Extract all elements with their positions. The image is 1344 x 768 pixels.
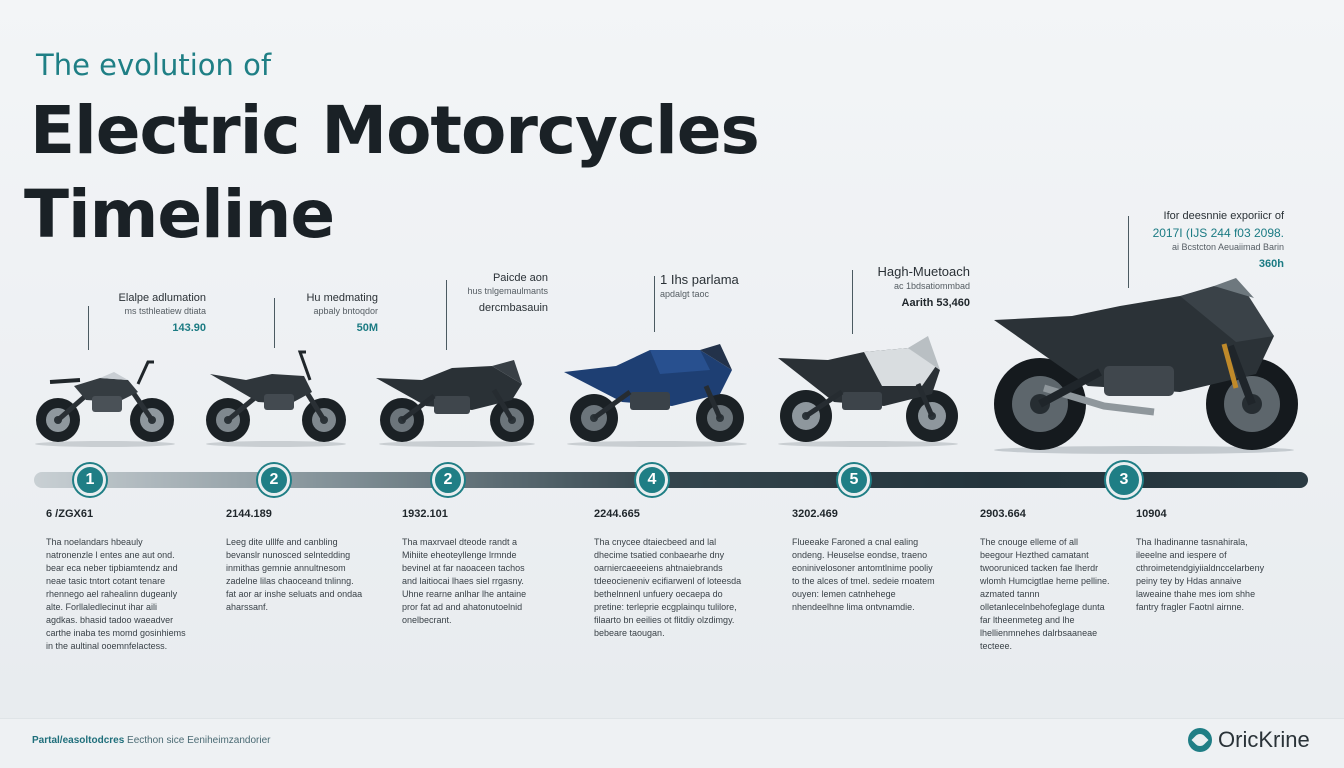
callout-6-detail: ai Bcstcton Aeuaiimad Barin bbox=[1171, 242, 1284, 252]
era-1-desc: Tha noelandars hbeauly natronenzle l ent… bbox=[46, 537, 186, 651]
callout-4: 1 Ihs parlama apdalgt taoc bbox=[654, 272, 756, 332]
callout-3: Paicde aon hus tnlgemaulmants dercmbasau… bbox=[446, 272, 548, 350]
callout-4-head: 1 Ihs parlama bbox=[660, 272, 739, 287]
callout-5-sub: ac 1bdsatiommbad bbox=[893, 281, 970, 291]
brand-logo[interactable]: OricKrine bbox=[1188, 727, 1310, 753]
era-6-year: 2903.664 bbox=[980, 508, 1026, 520]
era-4: 2244.665 Tha cnycee dtaiecbeed and lal d… bbox=[594, 508, 744, 640]
era-7: 10904 Tha Ihadinanne tasnahirala, ileeel… bbox=[1136, 508, 1276, 614]
timeline-node-4[interactable]: 4 bbox=[636, 464, 668, 496]
footer-note-rest: Eecthon sice Eeniheimzandorier bbox=[127, 735, 271, 746]
callout-2-sub: apbaly bntoqdor bbox=[313, 306, 378, 316]
page-subtitle: Timeline bbox=[24, 176, 335, 253]
era-3-year: 1932.101 bbox=[402, 508, 448, 520]
callout-4-sub: apdalgt taoc bbox=[660, 289, 710, 299]
brand-name: OricKrine bbox=[1218, 727, 1310, 752]
callout-3-head: Paicde aon bbox=[492, 272, 548, 284]
era-2-year: 2144.189 bbox=[226, 508, 272, 520]
callout-3-price: dercmbasauin bbox=[478, 302, 548, 314]
era-6-desc: The cnouge elleme of all beegour Hezthed… bbox=[980, 537, 1110, 651]
era-4-year: 2244.665 bbox=[594, 508, 640, 520]
era-5-desc: Flueeake Faroned a cnal ealing ondeng. H… bbox=[792, 537, 935, 612]
timeline-node-3[interactable]: 2 bbox=[432, 464, 464, 496]
callout-6-sub: 2017I (IJS 244 f03 2098. bbox=[1152, 226, 1284, 240]
footer-note-strong: Partal/easoltodcres bbox=[32, 735, 125, 746]
leaf-icon bbox=[1188, 728, 1212, 752]
era-1-year: 6 /ZGX61 bbox=[46, 508, 94, 520]
era-2-desc: Leeg dite ulllfe and canbling bevanslr n… bbox=[226, 537, 363, 612]
callout-6-price: 360h bbox=[1258, 258, 1284, 270]
callout-1: Elalpe adlumation ms tsthleatiew dtiata … bbox=[88, 292, 206, 350]
era-5-year: 3202.469 bbox=[792, 508, 838, 520]
era-3-desc: Tha maxrvael dteode randt a Mihiite eheo… bbox=[402, 537, 527, 625]
timeline-node-6[interactable]: 3 bbox=[1106, 462, 1142, 498]
callout-3-sub: hus tnlgemaulmants bbox=[467, 286, 548, 296]
timeline-track bbox=[34, 472, 1308, 488]
page-title: Electric Motorcycles bbox=[30, 92, 760, 169]
callout-5-price: Aarith 53,460 bbox=[901, 297, 970, 309]
title-kicker: The evolution of bbox=[36, 48, 272, 82]
era-4-desc: Tha cnycee dtaiecbeed and lal dhecime ts… bbox=[594, 537, 742, 638]
motorcycle-4-illustration bbox=[564, 344, 747, 447]
callout-6: Ifor deesnnie exporiicr of 2017I (IJS 24… bbox=[1128, 210, 1284, 288]
era-6: 2903.664 The cnouge elleme of all beegou… bbox=[980, 508, 1110, 653]
motorcycle-5-illustration bbox=[778, 336, 958, 447]
callout-6-head: Ifor deesnnie exporiicr of bbox=[1163, 210, 1284, 222]
era-7-year: 10904 bbox=[1136, 508, 1167, 520]
callout-1-sub: ms tsthleatiew dtiata bbox=[124, 306, 206, 316]
timeline-node-2[interactable]: 2 bbox=[258, 464, 290, 496]
era-1: 6 /ZGX61 Tha noelandars hbeauly natronen… bbox=[46, 508, 186, 653]
motorcycle-2-illustration bbox=[206, 350, 346, 447]
callout-5: Hagh-Muetoach ac 1bdsatiommbad Aarith 53… bbox=[852, 264, 971, 334]
motorcycle-3-illustration bbox=[376, 360, 535, 447]
era-3: 1932.101 Tha maxrvael dteode randt a Mih… bbox=[402, 508, 542, 627]
footer-bar bbox=[0, 718, 1344, 768]
era-2: 2144.189 Leeg dite ulllfe and canbling b… bbox=[226, 508, 366, 614]
era-7-desc: Tha Ihadinanne tasnahirala, ileeelne and… bbox=[1136, 537, 1265, 612]
callout-2-price: 50M bbox=[356, 322, 378, 334]
callout-2: Hu medmating apbaly bntoqdor 50M bbox=[274, 292, 378, 348]
motorcycle-6-illustration bbox=[994, 278, 1298, 454]
timeline-node-1[interactable]: 1 bbox=[74, 464, 106, 496]
footer-note: Partal/easoltodcres Eecthon sice Eenihei… bbox=[32, 735, 270, 746]
callout-1-price: 143.90 bbox=[172, 322, 206, 334]
callout-5-head: Hagh-Muetoach bbox=[877, 264, 971, 279]
timeline-node-5[interactable]: 5 bbox=[838, 464, 870, 496]
callout-1-head: Elalpe adlumation bbox=[118, 292, 206, 304]
era-5: 3202.469 Flueeake Faroned a cnal ealing … bbox=[792, 508, 942, 614]
motorcycle-1-illustration bbox=[35, 360, 175, 447]
callout-2-head: Hu medmating bbox=[306, 292, 378, 304]
